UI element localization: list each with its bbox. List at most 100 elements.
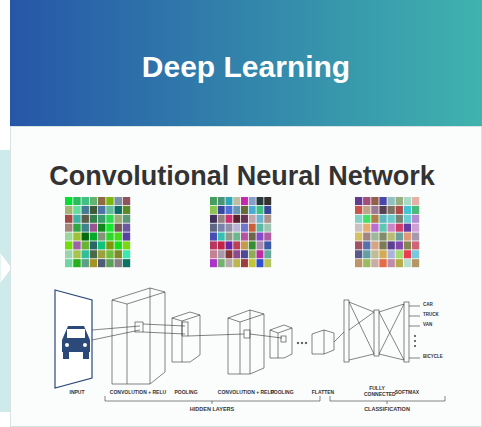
- feature-cell: [264, 259, 271, 267]
- feature-cell: [241, 224, 248, 232]
- feature-cell: [355, 206, 362, 214]
- feature-cell: [241, 215, 248, 223]
- feature-cell: [363, 241, 370, 249]
- feature-cell: [264, 206, 271, 214]
- feature-cell: [363, 224, 370, 232]
- feature-cell: [233, 215, 240, 223]
- feature-cell: [123, 206, 130, 214]
- feature-cell: [226, 197, 233, 205]
- feature-cell: [123, 250, 130, 258]
- feature-cell: [73, 215, 80, 223]
- feature-cell: [412, 215, 419, 223]
- feature-cell: [123, 215, 130, 223]
- feature-cell: [115, 259, 122, 267]
- feature-cell: [123, 259, 130, 267]
- feature-cell: [355, 233, 362, 241]
- feature-cell: [264, 241, 271, 249]
- feature-cell: [363, 206, 370, 214]
- feature-cell: [396, 259, 403, 267]
- feature-cell: [73, 197, 80, 205]
- feature-cell: [264, 233, 271, 241]
- input-frame: [55, 290, 92, 388]
- feature-cell: [233, 206, 240, 214]
- feature-cell: [65, 241, 72, 249]
- feature-cell: [226, 215, 233, 223]
- feature-cell: [106, 250, 113, 258]
- feature-cell: [233, 224, 240, 232]
- feature-cell: [355, 215, 362, 223]
- feature-cell: [371, 259, 378, 267]
- feature-cell: [379, 215, 386, 223]
- feature-cell: [355, 224, 362, 232]
- layer-label: CONVOLUTION + RELU: [110, 390, 166, 396]
- car-icon: [62, 326, 90, 352]
- feature-cell: [404, 197, 411, 205]
- feature-cell: [115, 241, 122, 249]
- feature-cell: [412, 233, 419, 241]
- feature-cell: [73, 224, 80, 232]
- feature-cell: [379, 206, 386, 214]
- feature-cell: [396, 233, 403, 241]
- feature-cell: [241, 206, 248, 214]
- feature-cell: [210, 206, 217, 214]
- neuron-columns: [334, 300, 420, 362]
- feature-cell: [106, 224, 113, 232]
- feature-cell: [241, 250, 248, 258]
- feature-cell: [388, 250, 395, 258]
- feature-cell: [82, 233, 89, 241]
- feature-cell: [257, 215, 264, 223]
- feature-cell: [106, 206, 113, 214]
- feature-cell: [388, 197, 395, 205]
- layer-label: BICYCLE: [423, 355, 443, 360]
- feature-cell: [371, 206, 378, 214]
- feature-cell: [404, 259, 411, 267]
- feature-cell: [355, 197, 362, 205]
- feature-cell: [218, 259, 225, 267]
- feature-cell: [264, 224, 271, 232]
- bracket: [105, 396, 320, 404]
- feature-cell: [226, 206, 233, 214]
- feature-cell: [65, 224, 72, 232]
- feature-cell: [363, 215, 370, 223]
- layer-label: VAN: [423, 323, 432, 328]
- feature-cell: [98, 206, 105, 214]
- feature-cell: [355, 250, 362, 258]
- feature-cell: [371, 197, 378, 205]
- layer-label: CONVOLUTION + RELU: [218, 390, 274, 396]
- feature-cell: [82, 259, 89, 267]
- feature-cell: [355, 241, 362, 249]
- feature-cell: [90, 233, 97, 241]
- feature-cell: [90, 206, 97, 214]
- feature-cell: [218, 206, 225, 214]
- feature-cell: [371, 241, 378, 249]
- feature-cell: [65, 206, 72, 214]
- layer-label: CLASSIFICATION: [364, 406, 410, 412]
- feature-cell: [98, 233, 105, 241]
- feature-cell: [210, 224, 217, 232]
- feature-cell: [257, 224, 264, 232]
- feature-cell: [115, 224, 122, 232]
- feature-cell: [90, 259, 97, 267]
- feature-cell: [123, 241, 130, 249]
- feature-cell: [264, 197, 271, 205]
- feature-cell: [106, 259, 113, 267]
- feature-cell: [363, 259, 370, 267]
- feature-cell: [363, 197, 370, 205]
- feature-cell: [82, 206, 89, 214]
- feature-cell: [371, 215, 378, 223]
- feature-cell: [73, 259, 80, 267]
- feature-cell: [412, 241, 419, 249]
- feature-cell: [249, 197, 256, 205]
- flatten-box: [312, 330, 334, 354]
- feature-cell: [404, 250, 411, 258]
- feature-cell: [82, 241, 89, 249]
- feature-cell: [264, 215, 271, 223]
- page-title: Deep Learning: [142, 50, 350, 83]
- feature-cell: [388, 206, 395, 214]
- feature-cell: [226, 233, 233, 241]
- feature-cell: [73, 233, 80, 241]
- feature-cell: [218, 197, 225, 205]
- feature-cell: [371, 224, 378, 232]
- feature-cell: [98, 215, 105, 223]
- feature-cell: [241, 241, 248, 249]
